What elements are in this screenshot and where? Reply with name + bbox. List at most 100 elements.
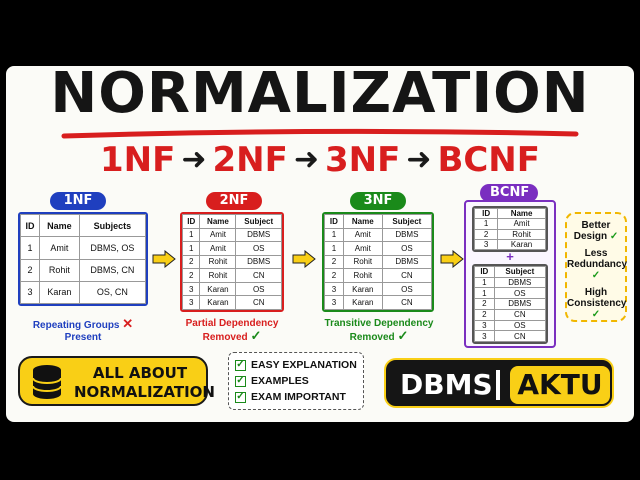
tag-aktu: AKTU <box>510 366 610 404</box>
table-cell: Rohit <box>342 254 383 270</box>
table-cell: 3 <box>473 238 499 251</box>
column-header: ID <box>474 266 495 278</box>
table-cell: DBMS <box>235 227 282 243</box>
table-cell: OS <box>493 287 547 300</box>
table-cell: CN <box>235 268 282 283</box>
table-cell: 1 <box>181 241 201 256</box>
table-cell: Amit <box>342 227 383 243</box>
table-cell: OS, CN <box>78 280 147 305</box>
table-cell: 2 <box>181 268 201 283</box>
table-cell: 1 <box>20 236 40 260</box>
table-cell: CN <box>493 330 547 342</box>
table-cell: 3 <box>181 281 201 297</box>
table-cell: OS <box>493 319 547 332</box>
table-cell: DBMS <box>381 254 433 270</box>
check-icon: ✓ <box>609 231 619 242</box>
table-cell: Rohit <box>199 268 237 283</box>
table-cell: DBMS <box>381 227 433 243</box>
badge-bcnf: BCNF <box>480 184 538 202</box>
table-cell: 2 <box>474 308 495 321</box>
note-2nf: Partial Dependency Removed ✓ <box>185 318 279 343</box>
table-cell: OS <box>235 241 282 256</box>
flow-1nf: 1NF <box>99 140 176 180</box>
table-cell: 2 <box>20 258 40 282</box>
arrow-right-icon: ➜ <box>406 142 432 177</box>
table-cell: Amit <box>342 241 383 256</box>
checkbox-checked-icon: ✓ <box>235 375 246 387</box>
table-cell: CN <box>381 268 433 283</box>
table-cell: CN <box>381 295 433 310</box>
subject-tag: DBMS AKTU <box>384 358 614 408</box>
table-cell: 2 <box>181 254 201 270</box>
column-header: Subject <box>381 214 433 229</box>
arrow-right-icon <box>152 250 176 268</box>
table-cell: DBMS <box>493 276 547 289</box>
table-cell: Amit <box>199 227 237 243</box>
arrow-right-icon <box>292 250 316 268</box>
table-cell: Amit <box>199 241 237 256</box>
table-cell: DBMS, CN <box>78 258 147 282</box>
table-cell: OS <box>381 241 433 256</box>
table-cell: 1 <box>473 218 499 230</box>
arrow-right-icon: ➜ <box>181 142 207 177</box>
main-title: NORMALIZATION <box>50 61 590 126</box>
promo-text: ALL ABOUT NORMALIZATION <box>74 364 215 401</box>
badge-2nf: 2NF <box>206 192 262 210</box>
table-cell: 1 <box>181 227 201 243</box>
promo-banner: ALL ABOUT NORMALIZATION <box>18 356 215 406</box>
table-cell: Rohit <box>497 228 546 240</box>
table-cell: OS <box>235 281 282 297</box>
table-cell: CN <box>493 308 547 321</box>
table-cell: CN <box>235 295 282 310</box>
column-header: Subject <box>235 214 282 229</box>
table-cell: 3 <box>474 319 495 332</box>
badge-3nf: 3NF <box>350 192 406 210</box>
table-cell: Rohit <box>342 268 383 283</box>
table-cell: Karan <box>38 280 80 305</box>
tag-dbms: DBMS <box>400 368 493 401</box>
table-cell: Rohit <box>38 258 80 282</box>
flow-2nf: 2NF <box>212 140 288 180</box>
flow-bcnf: BCNF <box>437 140 540 180</box>
badge-1nf: 1NF <box>50 192 106 210</box>
checkbox-checked-icon: ✓ <box>235 391 246 403</box>
checklist: ✓EASY EXPLANATION ✓EXAMPLES ✓EXAM IMPORT… <box>228 352 364 410</box>
table-cell: 3 <box>20 280 40 305</box>
table-cell: 2 <box>473 228 499 240</box>
note-1nf: Repeating Groups ✕ Present <box>32 316 134 343</box>
database-icon <box>32 365 62 399</box>
column-header: ID <box>181 214 201 229</box>
table-cell: Rohit <box>199 254 237 270</box>
column-header: Name <box>199 214 237 229</box>
